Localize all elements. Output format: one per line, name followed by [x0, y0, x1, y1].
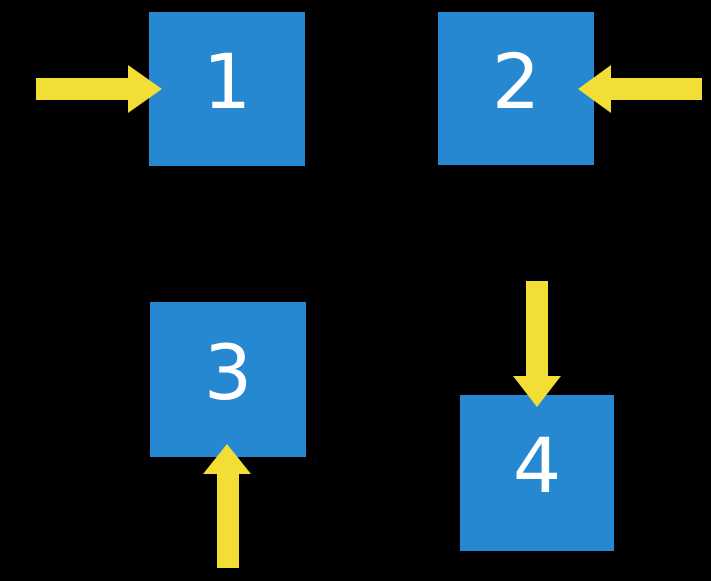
target-box-2[interactable]: 2 [438, 12, 594, 165]
box-1-label: 1 [202, 37, 252, 126]
arrow-left-head [578, 65, 611, 113]
box-2-label: 2 [491, 36, 541, 126]
arrow-down-head [513, 376, 561, 407]
box-4-label: 4 [512, 421, 562, 510]
arrow-up-head [203, 444, 251, 474]
arrow-right-shaft [36, 78, 128, 100]
arrow-up-shaft [217, 474, 239, 568]
arrow-down-shaft [526, 281, 548, 376]
box-3-label: 3 [203, 327, 253, 417]
target-box-3[interactable]: 3 [150, 302, 306, 457]
arrow-right-head [128, 65, 162, 113]
target-box-4[interactable]: 4 [460, 395, 614, 551]
arrow-left-shaft [611, 78, 702, 100]
target-box-1[interactable]: 1 [149, 12, 305, 166]
